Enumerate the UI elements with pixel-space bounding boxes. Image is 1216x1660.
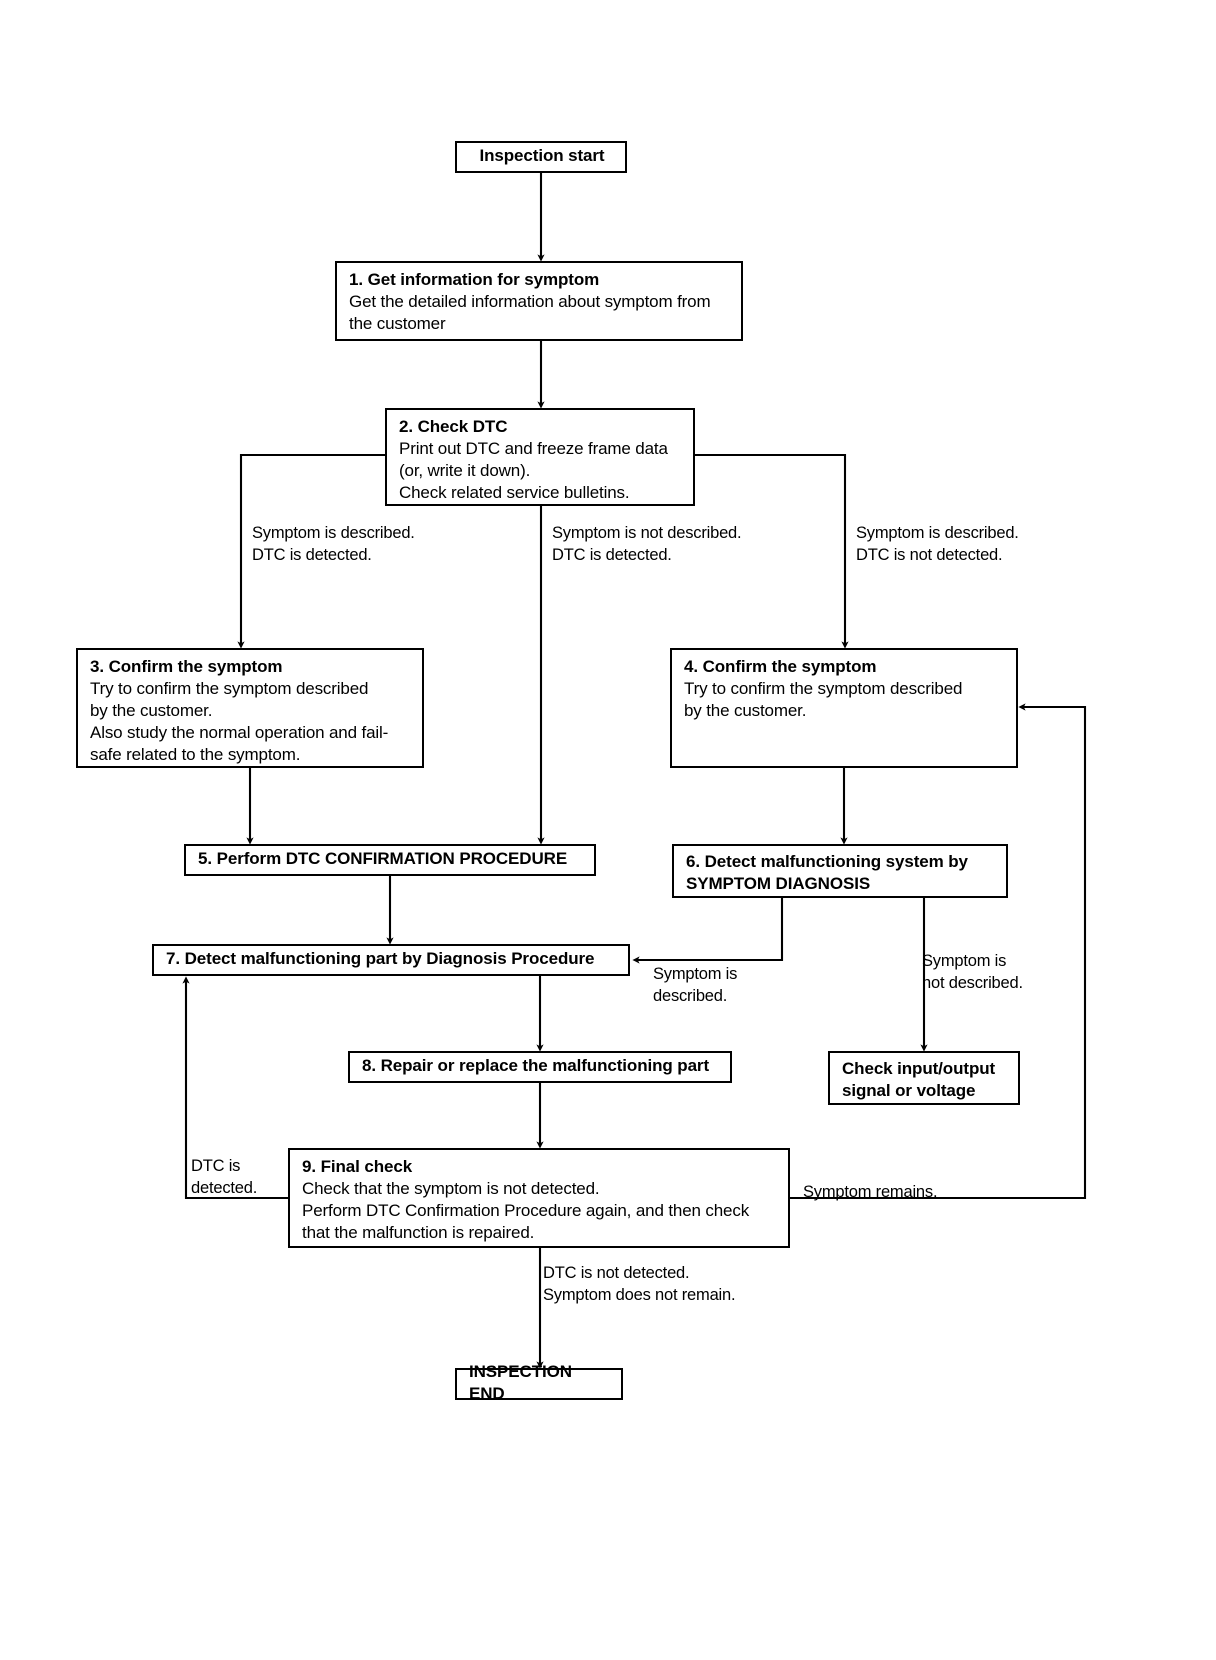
edge-label-symptom-not-described-dtc-detected: Symptom is not described. DTC is detecte… [552,524,742,565]
node-step-9-title: 9. Final check [302,1157,413,1176]
node-step-3-body: Try to confirm the symptom described by … [90,679,389,765]
node-step-1-body: Get the detailed information about sympt… [349,292,711,334]
node-step-4[interactable]: 4. Confirm the symptom Try to confirm th… [670,648,1018,768]
node-step-9[interactable]: 9. Final check Check that the symptom is… [288,1148,790,1248]
node-step-9-body: Check that the symptom is not detected. … [302,1179,750,1243]
node-step-1-title: 1. Get information for symptom [349,270,600,289]
node-step-8[interactable]: 8. Repair or replace the malfunctioning … [348,1051,732,1083]
node-check-input-output-title: Check input/output signal or voltage [842,1059,996,1101]
edge-label-dtc-is-detected: DTC is detected. [191,1157,258,1198]
edge-label-symptom-described-dtc-detected: Symptom is described. DTC is detected. [252,524,415,565]
node-step-8-title: 8. Repair or replace the malfunctioning … [362,1055,710,1075]
node-step-2[interactable]: 2. Check DTC Print out DTC and freeze fr… [385,408,695,506]
node-step-3-title: 3. Confirm the symptom [90,657,283,676]
node-step-4-title: 4. Confirm the symptom [684,657,877,676]
node-step-7-title: 7. Detect malfunctioning part by Diagnos… [166,948,595,968]
edge-label-dtc-not-detected-symptom-not-remain: DTC is not detected. Symptom does not re… [543,1264,736,1305]
edge-label-symptom-is-not-described: Symptom is not described. [922,952,1023,993]
node-step-6[interactable]: 6. Detect malfunctioning system by SYMPT… [672,844,1008,898]
node-inspection-end[interactable]: INSPECTION END [455,1362,623,1403]
node-inspection-start[interactable]: Inspection start [455,141,627,173]
node-check-input-output[interactable]: Check input/output signal or voltage [828,1051,1020,1105]
edge-step6-to-step7 [632,898,784,964]
node-step-3[interactable]: 3. Confirm the symptom Try to confirm th… [76,648,424,768]
edge-label-symptom-remains: Symptom remains. [803,1183,938,1201]
node-step-6-title: 6. Detect malfunctioning system by SYMPT… [686,852,968,894]
node-step-2-title: 2. Check DTC [399,417,508,436]
node-step-4-body: Try to confirm the symptom described by … [684,679,963,721]
edge-label-symptom-described-dtc-not-detected: Symptom is described. DTC is not detecte… [856,524,1019,565]
node-step-2-body: Print out DTC and freeze frame data (or,… [399,439,668,503]
node-step-5-title: 5. Perform DTC CONFIRMATION PROCEDURE [198,848,568,868]
node-step-1[interactable]: 1. Get information for symptom Get the d… [335,261,743,341]
node-step-7[interactable]: 7. Detect malfunctioning part by Diagnos… [152,944,630,976]
node-inspection-start-title: Inspection start [479,145,605,165]
edge-label-symptom-is-described: Symptom is described. [653,965,738,1006]
node-inspection-end-title: INSPECTION END [469,1361,577,1403]
node-step-5[interactable]: 5. Perform DTC CONFIRMATION PROCEDURE [184,844,596,876]
